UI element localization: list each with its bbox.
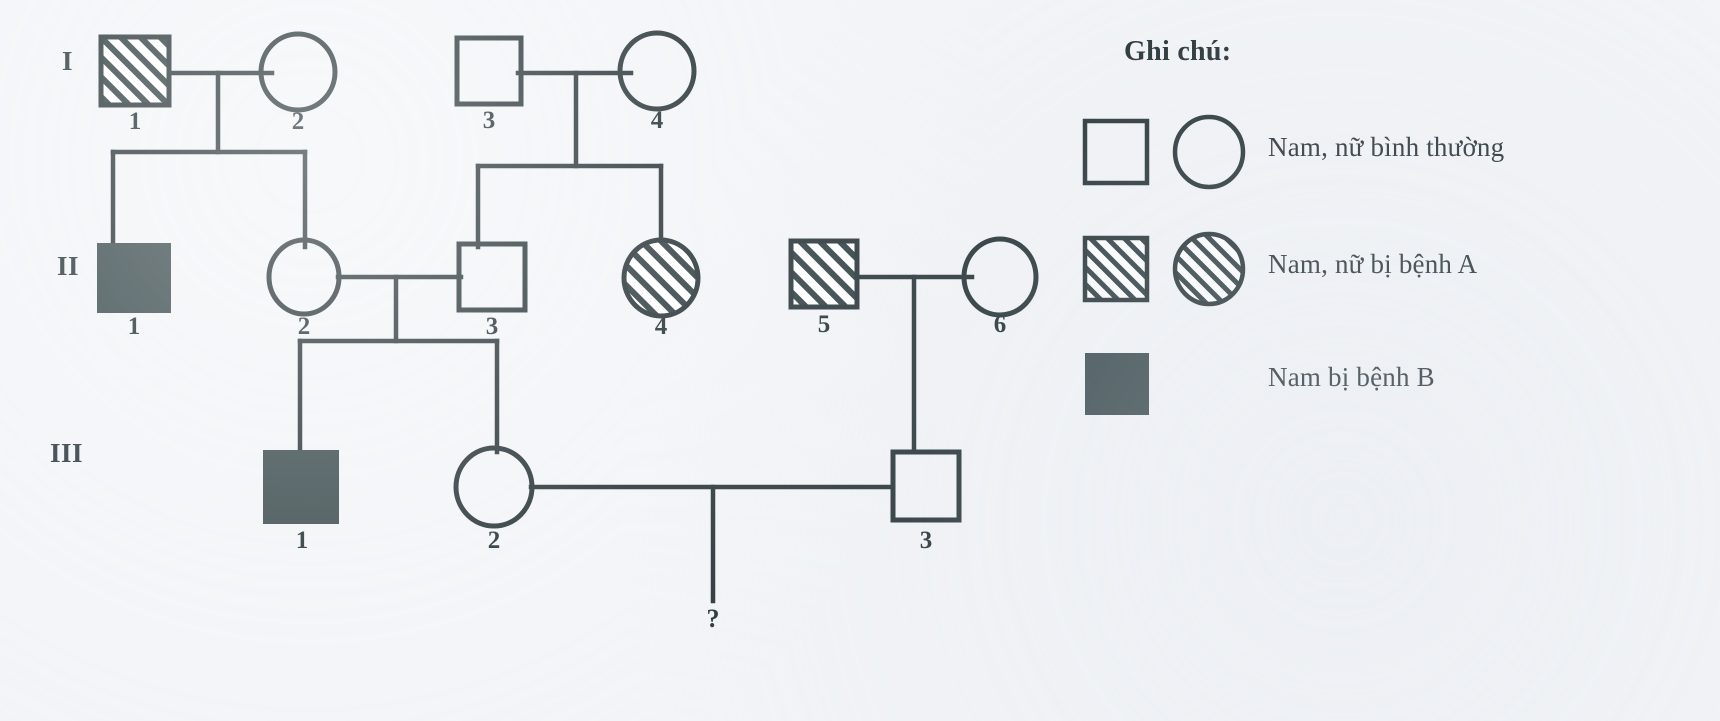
individual-III-2: [453, 445, 535, 529]
legend-label-normal: Nam, nữ bình thường: [1268, 132, 1505, 162]
legend-title: Ghi chú:: [1124, 36, 1232, 67]
legend-label-disease-b: Nam bị bệnh B: [1268, 362, 1435, 392]
individual-II-1: [97, 243, 171, 313]
legend-symbol-circle-hatched: [1172, 231, 1246, 307]
unknown-offspring-question-mark: ?: [706, 604, 720, 633]
individual-III-1: [263, 450, 339, 524]
individual-II-5: [788, 238, 860, 310]
individual-number-II-3: 3: [485, 313, 499, 340]
individual-II-2: [266, 237, 342, 317]
individual-number-I-2: 2: [291, 108, 305, 135]
individual-number-III-2: 2: [487, 527, 501, 554]
individual-III-3: [890, 449, 962, 523]
individual-number-II-2: 2: [297, 313, 311, 340]
individual-II-3: [456, 241, 528, 313]
generation-label-I: I: [62, 46, 74, 76]
individual-number-II-4: 4: [654, 313, 668, 340]
legend-symbol-square-filled: [1085, 353, 1149, 415]
individual-I-3: [454, 35, 524, 107]
legend-label-disease-a: Nam, nữ bị bệnh A: [1268, 249, 1478, 279]
individual-I-2: [258, 31, 338, 113]
individual-II-6: [961, 236, 1039, 318]
individual-number-I-3: 3: [482, 107, 496, 134]
individual-number-III-1: 1: [295, 527, 309, 554]
individual-number-III-3: 3: [919, 527, 933, 554]
legend-symbol-square-empty: [1082, 118, 1150, 186]
individual-II-4: [621, 237, 701, 319]
individual-number-II-1: 1: [127, 313, 141, 340]
generation-label-II: II: [57, 251, 80, 281]
legend-symbol-square-hatched: [1082, 235, 1150, 303]
legend-symbol-circle-empty: [1172, 114, 1246, 190]
individual-I-1: [98, 34, 172, 108]
individual-number-II-6: 6: [993, 311, 1007, 338]
generation-label-III: III: [50, 438, 84, 468]
connection-lines: [110, 70, 975, 604]
individual-I-4: [617, 30, 697, 112]
individual-number-I-4: 4: [650, 107, 664, 134]
individual-number-II-5: 5: [817, 311, 831, 338]
individual-number-I-1: 1: [128, 108, 142, 135]
